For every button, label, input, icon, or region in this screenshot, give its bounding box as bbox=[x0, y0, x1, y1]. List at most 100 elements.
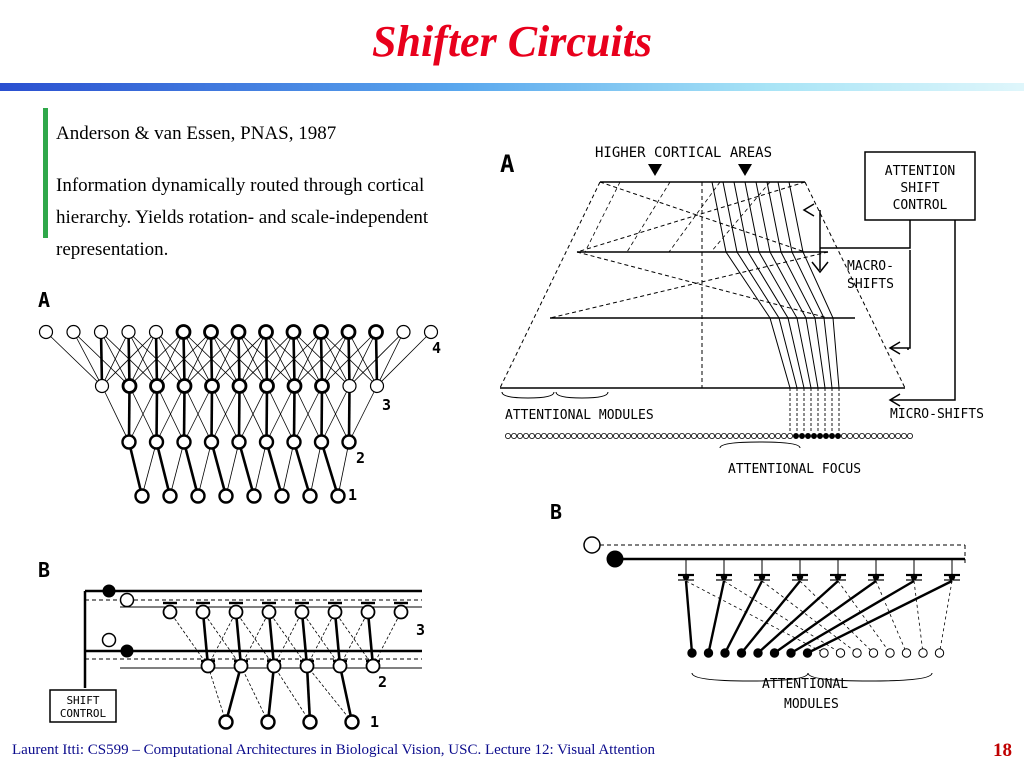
module-dot bbox=[672, 432, 679, 439]
attention-shift-control-line1: ATTENTION bbox=[885, 164, 955, 179]
level-4-node bbox=[66, 324, 81, 340]
slide-footer: Laurent Itti: CS599 – Computational Arch… bbox=[12, 742, 655, 758]
inactive-module-node bbox=[885, 648, 895, 658]
shift-control-label-line2: CONTROL bbox=[60, 707, 107, 720]
link-1-2 bbox=[141, 441, 157, 497]
level-4-node bbox=[121, 324, 136, 340]
inactive-route bbox=[837, 580, 891, 654]
module-dot bbox=[702, 432, 709, 439]
level-1-node bbox=[330, 488, 346, 504]
module-dot bbox=[750, 432, 757, 439]
shift-control-label-line1: SHIFT bbox=[66, 694, 99, 707]
link-3-4 bbox=[320, 331, 350, 387]
link-2-3 bbox=[267, 611, 276, 667]
link-2-3 bbox=[155, 385, 159, 443]
module-dot bbox=[846, 432, 853, 439]
attentional-modules-label-line2: MODULES bbox=[784, 697, 839, 712]
level-4-node bbox=[340, 324, 357, 340]
module-dot bbox=[541, 432, 548, 439]
active-route bbox=[806, 579, 953, 655]
link-3-4 bbox=[293, 331, 350, 387]
inactive-route bbox=[875, 580, 907, 654]
module-dot bbox=[529, 432, 536, 439]
level-4-label: 4 bbox=[432, 339, 441, 357]
link-3-4 bbox=[73, 331, 130, 387]
shifter-network-figure-a: A 4 3 2 1 bbox=[38, 288, 441, 504]
link-2-3 bbox=[211, 385, 240, 443]
inactive-route bbox=[799, 580, 874, 654]
module-dot bbox=[618, 432, 625, 439]
level-3-node bbox=[294, 604, 310, 620]
inactive-route bbox=[913, 580, 924, 654]
link-1-2 bbox=[309, 441, 322, 497]
background-link bbox=[668, 181, 721, 253]
module-dot bbox=[720, 432, 727, 439]
active-module-node bbox=[802, 648, 813, 658]
level-1-node bbox=[260, 714, 276, 730]
module-dot bbox=[648, 432, 655, 439]
link-2-3 bbox=[169, 611, 209, 667]
module-dot bbox=[708, 432, 715, 439]
module-dot bbox=[894, 432, 901, 439]
active-module-node bbox=[786, 648, 796, 658]
inactive-module-node bbox=[835, 648, 846, 658]
module-dot bbox=[690, 432, 697, 439]
level-1-node bbox=[134, 488, 150, 504]
link-1-2 bbox=[169, 441, 185, 497]
level-3-node bbox=[314, 378, 330, 394]
level-4-node bbox=[230, 324, 247, 340]
link-1-2 bbox=[225, 441, 240, 497]
link-2-3 bbox=[348, 385, 378, 443]
focus-module-dot bbox=[792, 432, 799, 439]
background-link bbox=[710, 181, 771, 253]
focus-module-dot bbox=[828, 432, 835, 439]
link-2-3 bbox=[240, 611, 270, 667]
active-module-node bbox=[703, 648, 714, 658]
level-3-node bbox=[393, 604, 409, 620]
level-2-node bbox=[365, 658, 381, 674]
level-3-node bbox=[94, 378, 110, 394]
link-1-2 bbox=[273, 665, 311, 723]
figure-b-panel-label: B bbox=[38, 558, 50, 582]
level-4-node bbox=[368, 324, 384, 340]
link-2-3 bbox=[339, 611, 369, 667]
module-dot bbox=[870, 432, 877, 439]
level-3-node bbox=[342, 378, 357, 394]
link-2-3 bbox=[294, 385, 322, 443]
link-2-3 bbox=[127, 385, 131, 443]
focus-module-dot bbox=[798, 432, 805, 439]
level-1-node bbox=[302, 488, 318, 504]
active-route bbox=[740, 580, 801, 654]
link-2-3 bbox=[156, 385, 185, 443]
level-2-label: 2 bbox=[356, 449, 365, 467]
module-dot bbox=[630, 432, 637, 439]
macro-shifts-label-line1: MACRO- bbox=[847, 259, 894, 274]
module-dot bbox=[696, 432, 703, 439]
inactive-module-node bbox=[852, 648, 862, 658]
module-dot bbox=[601, 432, 608, 439]
link-3-4 bbox=[265, 331, 323, 387]
module-dot bbox=[858, 432, 865, 439]
inactive-route bbox=[939, 580, 953, 654]
level-3-node bbox=[149, 378, 165, 394]
link-3-4 bbox=[348, 331, 378, 387]
link-3-4 bbox=[73, 331, 103, 387]
link-3-4 bbox=[374, 331, 379, 387]
focus-module-dot bbox=[816, 432, 823, 439]
level-2-node bbox=[233, 658, 249, 674]
link-3-4 bbox=[265, 331, 295, 387]
active-route bbox=[757, 580, 839, 654]
module-dot bbox=[571, 432, 578, 439]
module-dot bbox=[762, 432, 769, 439]
active-module-node bbox=[769, 648, 780, 658]
figure-a-panel-label: A bbox=[500, 150, 515, 178]
tap-node bbox=[910, 573, 918, 581]
level-2-node bbox=[203, 434, 220, 450]
inactive-module-node bbox=[868, 648, 879, 658]
attention-shift-control-line2: SHIFT bbox=[900, 181, 939, 196]
link-2-3 bbox=[265, 385, 269, 443]
active-route bbox=[707, 580, 726, 654]
link-3-4 bbox=[210, 331, 240, 387]
module-dot bbox=[624, 432, 631, 439]
module-dot bbox=[774, 432, 781, 439]
